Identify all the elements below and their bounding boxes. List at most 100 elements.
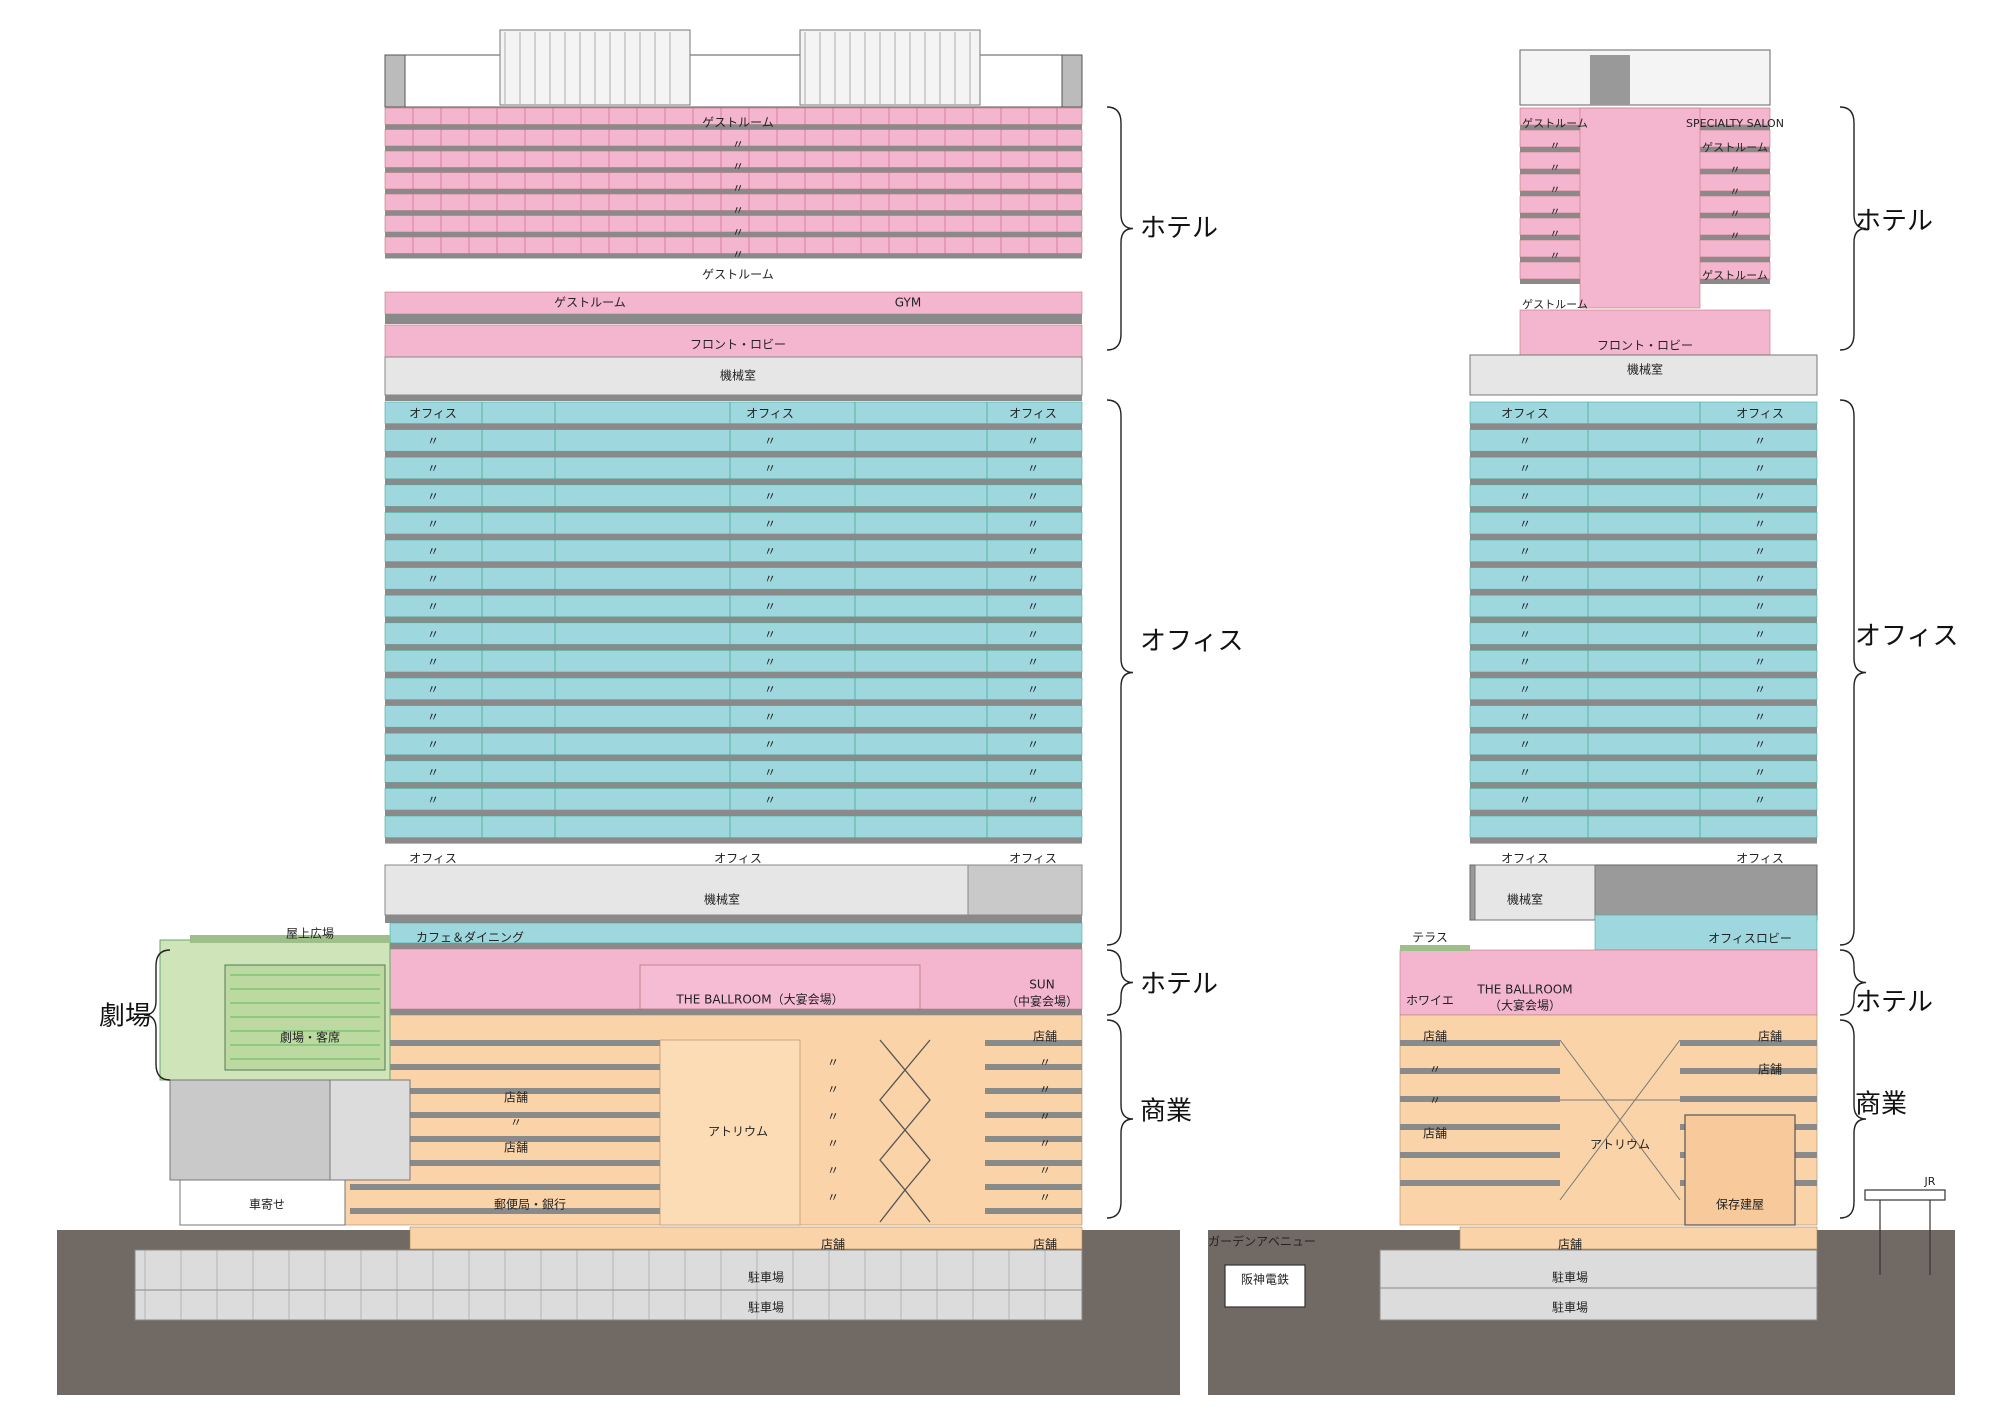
ditto-mark: 〃 xyxy=(1039,1083,1051,1097)
r-floor-slab xyxy=(1470,837,1817,844)
ditto-mark: 〃 xyxy=(764,793,776,807)
r-zone-label-hotel: ホテル xyxy=(1855,207,1933,237)
roof-machinery-b xyxy=(799,29,981,106)
r-room-label: 駐車場 xyxy=(1552,1270,1588,1285)
floor-slab xyxy=(385,210,1082,216)
r-room-label: オフィス xyxy=(1501,852,1549,866)
ditto-mark: 〃 xyxy=(427,655,439,669)
r-ditto-mark: 〃 xyxy=(1519,545,1531,559)
r-zone-label-office: オフィス xyxy=(1855,622,1958,652)
r-ditto-mark: 〃 xyxy=(1519,462,1531,476)
ditto-mark: 〃 xyxy=(1027,462,1039,476)
r-room-label: オフィスロビー xyxy=(1708,932,1792,946)
r-ditto-mark: 〃 xyxy=(1730,207,1741,220)
r-ditto-mark: 〃 xyxy=(1730,163,1741,176)
mechanical-lower-block xyxy=(967,864,1083,916)
r-floor-slab xyxy=(1470,561,1817,568)
r-ditto-mark: 〃 xyxy=(1550,139,1561,152)
commercial-slab xyxy=(350,1136,660,1142)
floor-slab xyxy=(385,727,1082,734)
r-brace-office xyxy=(1839,399,1867,946)
ditto-mark: 〃 xyxy=(1027,765,1039,779)
office-floor xyxy=(384,539,1083,562)
r-room-label: 店舗 xyxy=(1423,1127,1447,1141)
r-ditto-mark: 〃 xyxy=(1519,655,1531,669)
room-label: 駐車場 xyxy=(748,1270,784,1285)
commercial-slab xyxy=(350,1040,660,1046)
ditto-mark: 〃 xyxy=(764,434,776,448)
floor-slab xyxy=(385,314,1082,324)
r-room-label: ホワイエ xyxy=(1406,994,1454,1008)
r-ballroom-level xyxy=(1399,949,1818,1016)
r-room-label: 店舗 xyxy=(1423,1030,1447,1044)
r-floor-slab xyxy=(1470,616,1817,623)
room-label: オフィス xyxy=(1009,852,1057,866)
floor-slab xyxy=(385,782,1082,789)
commercial-slab xyxy=(985,1136,1082,1142)
room-label: 機械室 xyxy=(704,892,740,907)
room-label: THE BALLROOM（大宴会場） xyxy=(675,992,843,1007)
ditto-mark: 〃 xyxy=(764,517,776,531)
commercial-slab xyxy=(985,1064,1082,1070)
r-mechanical-upper xyxy=(1469,354,1818,396)
ditto-mark: 〃 xyxy=(427,683,439,697)
r-floor-slab xyxy=(1470,478,1817,485)
office-floor xyxy=(384,512,1083,535)
car-approach xyxy=(179,1179,346,1226)
office-floor xyxy=(384,622,1083,645)
hotel-guest-gym-floor xyxy=(384,291,1083,315)
r-roof-core xyxy=(1590,55,1630,105)
ditto-mark: 〃 xyxy=(1027,572,1039,586)
office-floor xyxy=(384,788,1083,811)
commercial-slab xyxy=(350,1160,660,1166)
ditto-mark: 〃 xyxy=(427,627,439,641)
room-label: 〃 xyxy=(732,204,744,218)
r-room-label: 機械室 xyxy=(1507,892,1543,907)
r-room-label: オフィス xyxy=(1736,852,1784,866)
floor-slab xyxy=(385,478,1082,485)
r-ditto-mark: 〃 xyxy=(1550,205,1561,218)
ditto-mark: 〃 xyxy=(764,462,776,476)
ditto-mark: 〃 xyxy=(1027,738,1039,752)
r-room-label: 店舗 xyxy=(1758,1063,1782,1077)
roof-mast-right xyxy=(1061,54,1083,108)
r-room-label: ゲストルーム xyxy=(1702,269,1768,282)
room-label: 店舗 xyxy=(504,1141,528,1155)
r-ditto-mark: 〃 xyxy=(1754,489,1766,503)
mechanical-upper xyxy=(384,356,1083,396)
floor-slab xyxy=(385,699,1082,706)
r-floor-slab xyxy=(1470,754,1817,761)
room-label: オフィス xyxy=(409,407,457,421)
room-label: 車寄せ xyxy=(249,1197,285,1212)
r-room-label: フロント・ロビー xyxy=(1597,339,1693,353)
r-ditto-mark: 〃 xyxy=(1519,489,1531,503)
floor-slab xyxy=(390,1009,1082,1015)
office-floor xyxy=(384,760,1083,783)
room-label: 屋上広場 xyxy=(286,927,334,941)
r-room-label: オフィス xyxy=(1736,407,1784,421)
r-ditto-mark: 〃 xyxy=(1519,710,1531,724)
r-floor-slab xyxy=(1470,727,1817,734)
r-ditto-mark: 〃 xyxy=(1754,517,1766,531)
r-room-label: ゲストルーム xyxy=(1522,298,1588,311)
escalator-zigzag xyxy=(904,1039,931,1223)
floor-slab xyxy=(385,189,1082,194)
commercial-slab xyxy=(985,1208,1082,1214)
ditto-mark: 〃 xyxy=(764,627,776,641)
r-ditto-mark: 〃 xyxy=(1754,572,1766,586)
commercial-slab xyxy=(985,1160,1082,1166)
r-office-floor xyxy=(1469,705,1818,728)
basement-retail xyxy=(409,1226,1083,1250)
ditto-mark: 〃 xyxy=(1039,1191,1051,1205)
r-floor-slab xyxy=(1470,810,1817,816)
ditto-mark: 〃 xyxy=(427,600,439,614)
office-floor xyxy=(384,401,1083,424)
room-label: 駐車場 xyxy=(748,1300,784,1315)
ditto-mark: 〃 xyxy=(427,545,439,559)
floor-slab xyxy=(385,423,1082,430)
ditto-mark: 〃 xyxy=(1027,627,1039,641)
room-label: GYM xyxy=(895,296,921,310)
room-label: 〃 xyxy=(732,226,744,240)
r-ditto-mark: 〃 xyxy=(1754,600,1766,614)
